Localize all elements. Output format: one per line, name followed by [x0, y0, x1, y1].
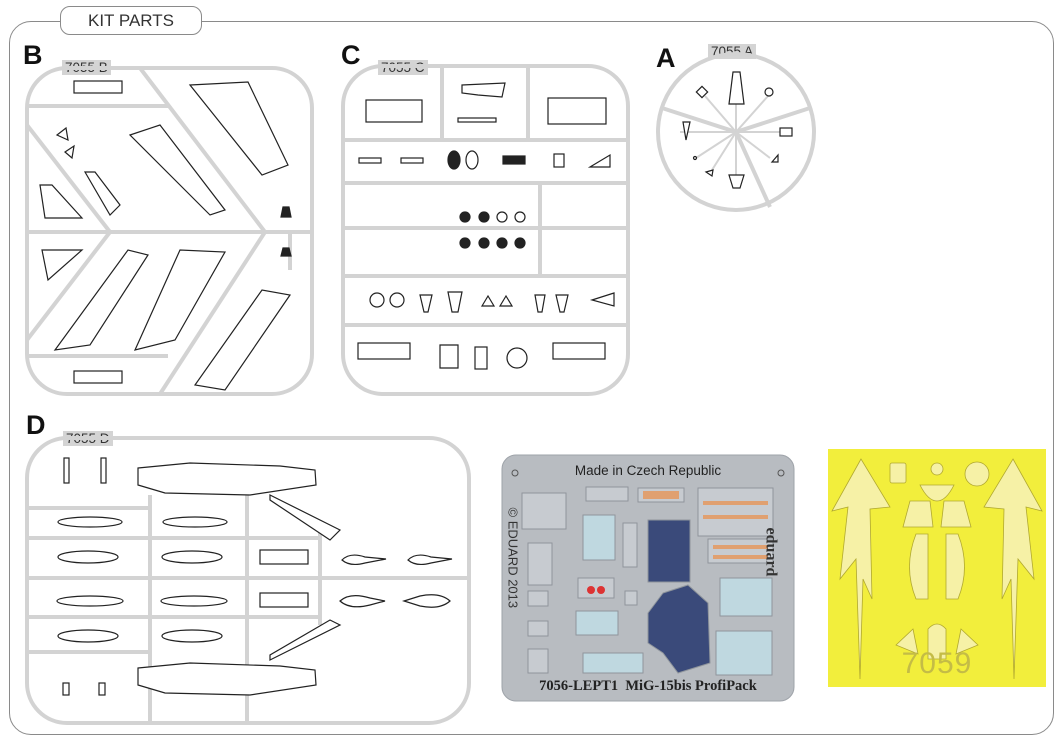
sprue-b-letter: B	[23, 40, 43, 70]
photo-etch-drawing	[498, 453, 798, 703]
pe-copyright-text: © EDUARD 2013	[505, 507, 521, 609]
sprue-c	[341, 64, 630, 396]
mask-drawing	[828, 449, 1046, 687]
section-title: KIT PARTS	[88, 10, 174, 30]
pe-product-line: 7056-LEPT1 MiG-15bis ProfiPack	[539, 678, 757, 694]
mask-code: 7059	[901, 647, 973, 680]
section-title-tab: KIT PARTS	[60, 6, 202, 35]
sprue-d-parts	[56, 457, 453, 696]
sprue-c-parts	[357, 82, 615, 370]
sprue-a	[656, 52, 816, 212]
sprue-a-letter: A	[656, 43, 676, 73]
kit-parts-frame	[9, 21, 1054, 735]
sprue-b-parts	[39, 80, 292, 391]
photo-etch-fret: Made in Czech Republic © EDUARD 2013 edu…	[498, 453, 798, 703]
sprue-c-letter: C	[341, 40, 361, 70]
pe-brand-text: eduard	[762, 527, 780, 577]
sprue-a-parts	[682, 71, 793, 189]
canopy-mask-sheet: 7059	[828, 449, 1046, 687]
sprue-b	[25, 66, 314, 396]
sprue-d	[25, 436, 471, 725]
sprue-d-letter: D	[26, 410, 46, 440]
pe-origin-text: Made in Czech Republic	[574, 463, 722, 478]
